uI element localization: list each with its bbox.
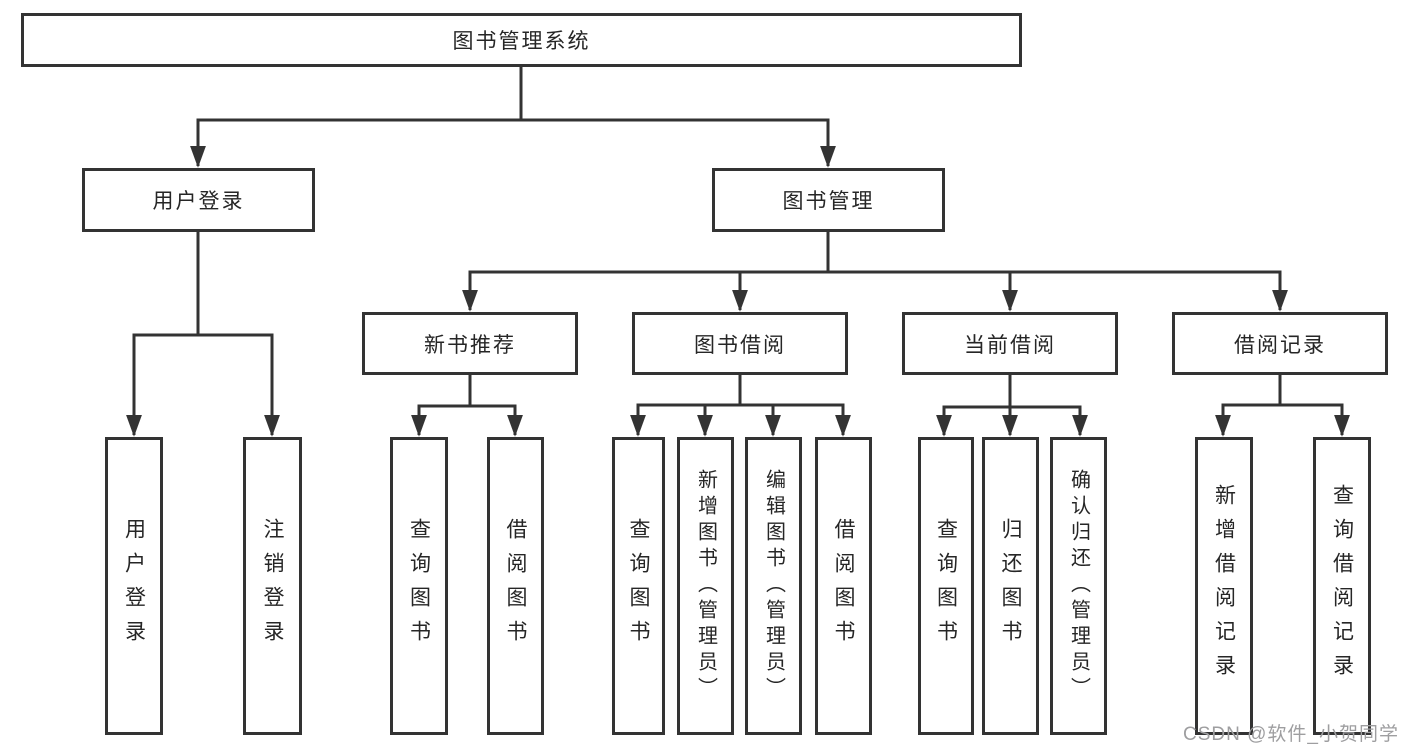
leaf-confirm-return-admin-label: 确认归还（管理员） <box>1067 469 1090 703</box>
leaf-user-login-label: 用户登录 <box>122 518 146 654</box>
leaf-edit-book-admin: 编辑图书（管理员） <box>745 437 802 735</box>
node-borrowing-records-label: 借阅记录 <box>1234 333 1326 357</box>
node-borrowing-records: 借阅记录 <box>1172 312 1388 375</box>
leaf-edit-book-admin-label: 编辑图书（管理员） <box>762 469 785 703</box>
node-user-login-label: 用户登录 <box>152 190 245 213</box>
leaf-borrow-books-recommend: 借阅图书 <box>487 437 544 735</box>
node-current-borrowing: 当前借阅 <box>902 312 1118 375</box>
node-current-borrowing-label: 当前借阅 <box>964 333 1056 357</box>
leaf-add-borrow-record: 新增借阅记录 <box>1195 437 1253 735</box>
node-book-management: 图书管理 <box>712 168 945 232</box>
leaf-borrow-books-borrowing: 借阅图书 <box>815 437 872 735</box>
leaf-return-book: 归还图书 <box>982 437 1039 735</box>
leaf-logout-label: 注销登录 <box>261 518 284 654</box>
node-user-login: 用户登录 <box>82 168 315 232</box>
node-book-borrowing: 图书借阅 <box>632 312 848 375</box>
root-node-label: 图书管理系统 <box>452 30 591 53</box>
leaf-borrow-books-recommend-label: 借阅图书 <box>504 518 527 654</box>
leaf-return-book-label: 归还图书 <box>999 518 1022 654</box>
leaf-query-books-borrowing: 查询图书 <box>612 437 665 735</box>
leaf-query-books-current-label: 查询图书 <box>934 518 958 654</box>
leaf-logout: 注销登录 <box>243 437 302 735</box>
node-book-management-label: 图书管理 <box>782 190 875 213</box>
leaf-query-books-current: 查询图书 <box>918 437 974 735</box>
leaf-query-borrow-record-label: 查询借阅记录 <box>1330 484 1354 688</box>
leaf-query-books-borrowing-label: 查询图书 <box>627 518 650 654</box>
node-new-book-recommendation: 新书推荐 <box>362 312 578 375</box>
leaf-user-login: 用户登录 <box>105 437 163 735</box>
leaf-confirm-return-admin: 确认归还（管理员） <box>1050 437 1107 735</box>
leaf-add-borrow-record-label: 新增借阅记录 <box>1212 484 1236 688</box>
leaf-query-books-recommend: 查询图书 <box>390 437 448 735</box>
csdn-watermark: CSDN @软件_小贺同学 <box>1183 724 1399 745</box>
leaf-add-book-admin: 新增图书（管理员） <box>677 437 734 735</box>
leaf-borrow-books-borrowing-label: 借阅图书 <box>832 518 855 654</box>
leaf-query-borrow-record: 查询借阅记录 <box>1313 437 1371 735</box>
node-book-borrowing-label: 图书借阅 <box>694 333 786 357</box>
leaf-add-book-admin-label: 新增图书（管理员） <box>694 469 717 703</box>
node-new-book-recommendation-label: 新书推荐 <box>424 333 516 357</box>
leaf-query-books-recommend-label: 查询图书 <box>407 518 431 654</box>
root-node-library-system: 图书管理系统 <box>21 13 1022 67</box>
